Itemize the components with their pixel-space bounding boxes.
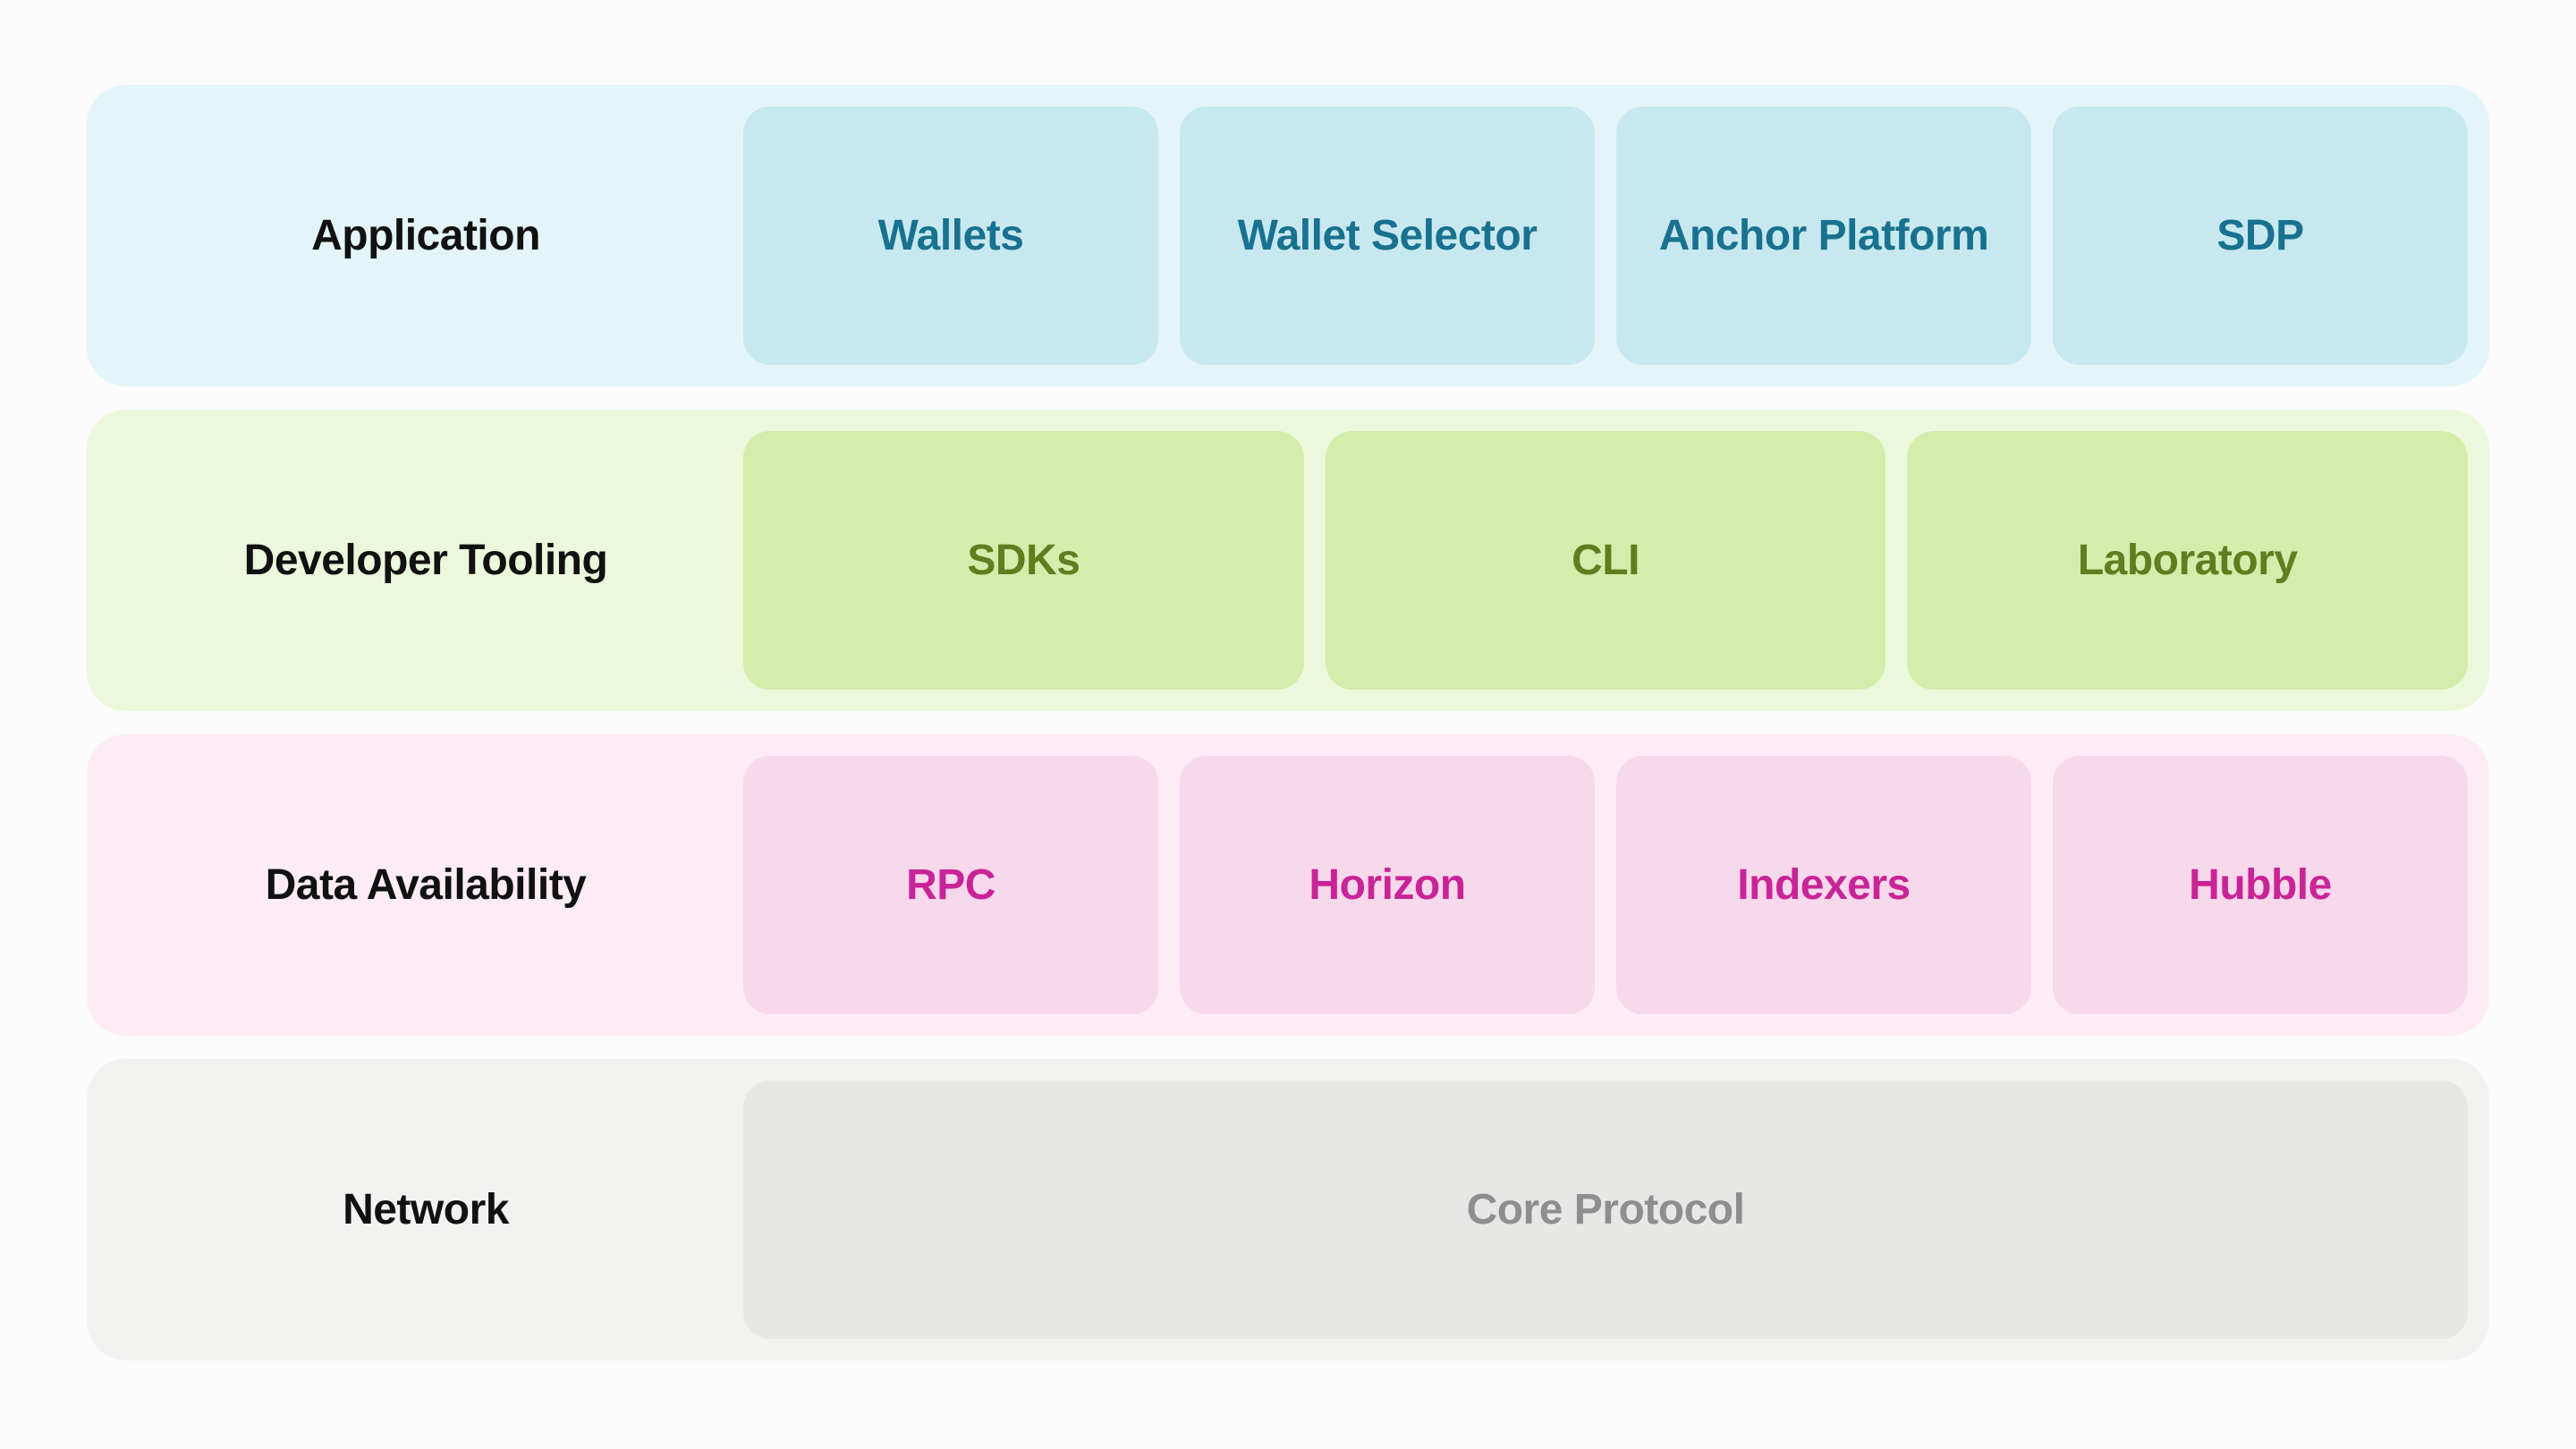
layer-row-developer-tooling: Developer Tooling SDKs CLI Laboratory (87, 410, 2489, 711)
product-box-wallet-selector: Wallet Selector (1180, 106, 1595, 365)
layer-row-application: Application Wallets Wallet Selector Anch… (87, 85, 2489, 386)
product-box-indexers: Indexers (1616, 756, 2031, 1014)
product-box-laboratory: Laboratory (1907, 431, 2469, 690)
layer-boxes-data-availability: RPC Horizon Indexers Hubble (743, 756, 2468, 1014)
product-box-cli: CLI (1325, 431, 1886, 690)
layer-label-network: Network (343, 1186, 509, 1233)
product-box-horizon: Horizon (1180, 756, 1595, 1014)
product-box-sdp: SDP (2053, 106, 2468, 365)
layer-boxes-developer-tooling: SDKs CLI Laboratory (743, 431, 2469, 690)
layer-label-data-availability: Data Availability (265, 861, 587, 909)
product-box-rpc: RPC (743, 756, 1158, 1014)
product-box-sdks: SDKs (743, 431, 1304, 690)
layer-label-developer-tooling: Developer Tooling (243, 537, 608, 584)
layer-label-application: Application (311, 212, 540, 259)
product-box-hubble: Hubble (2053, 756, 2468, 1014)
layer-boxes-application: Wallets Wallet Selector Anchor Platform … (743, 106, 2468, 365)
product-box-core-protocol: Core Protocol (743, 1080, 2468, 1339)
product-box-wallets: Wallets (743, 106, 1158, 365)
layer-boxes-network: Core Protocol (743, 1080, 2468, 1339)
layer-row-data-availability: Data Availability RPC Horizon Indexers H… (87, 734, 2489, 1036)
layer-row-network: Network Core Protocol (87, 1059, 2489, 1360)
product-box-anchor-platform: Anchor Platform (1616, 106, 2031, 365)
